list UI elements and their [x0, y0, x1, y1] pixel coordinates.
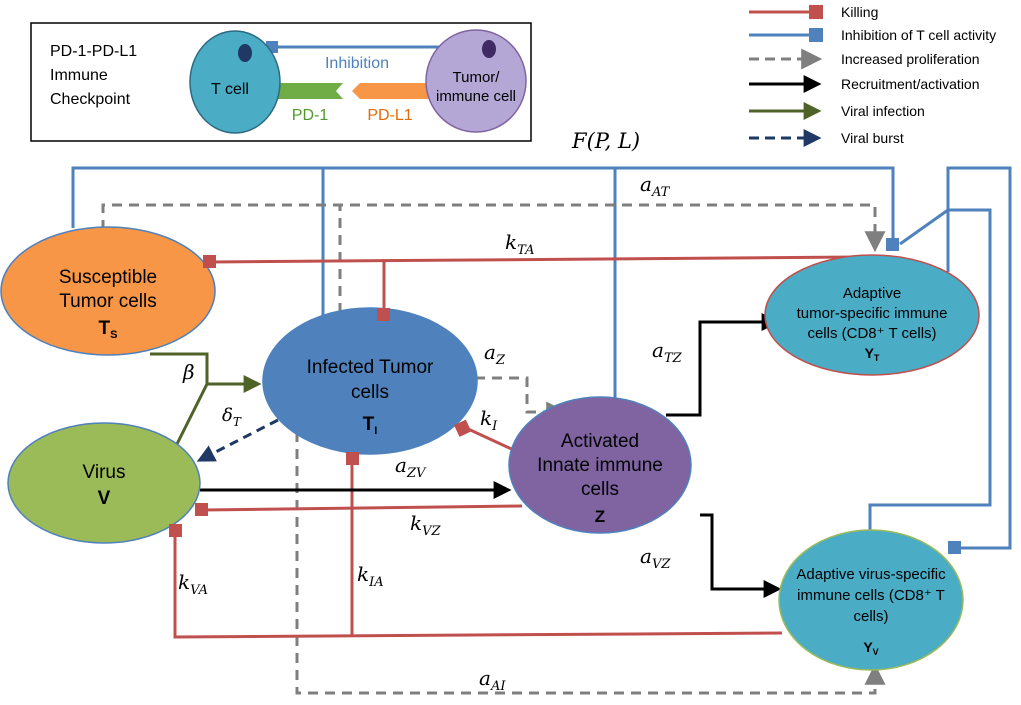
checkpoint-tumor-label-line-1: Tumor/ — [453, 69, 501, 86]
killing-square-virus-bottom — [169, 524, 182, 537]
checkpoint-title-line-1: PD-1-PD-L1 — [50, 43, 137, 60]
node-virus: Virus V — [7, 422, 201, 544]
adaptive-tumor-label-line-1: Adaptive — [843, 285, 901, 302]
node-adaptive-virus-specific-immune-cells: Adaptive virus-specific immune cells (CD… — [778, 529, 964, 671]
legend-item-viral-infection: Viral infection — [749, 102, 925, 120]
virus-symbol: V — [98, 488, 111, 509]
inhibition-link-to-adaptive-tumor-box — [899, 208, 949, 246]
node-activated-innate-immune-cells: Activated Innate immune cells Z — [508, 396, 692, 534]
proliferation-link-infected-to-adaptive-virus — [295, 432, 886, 695]
adaptive-tumor-label-line-2: tumor-specific immune — [797, 305, 948, 322]
checkpoint-title-line-2: Immune — [50, 67, 108, 84]
killing-link-adaptive-tumor-to-susceptible — [210, 255, 857, 264]
checkpoint-inset: PD-1-PD-L1 Immune Checkpoint Inhibition … — [30, 22, 532, 142]
legend-item-recruitment: Recruitment/activation — [749, 75, 980, 93]
param-kVZ: kVZ — [410, 511, 442, 539]
adaptive-virus-label-line-3: cells) — [853, 608, 888, 625]
checkpoint-inhibition-label: Inhibition — [325, 55, 389, 72]
susceptible-label-line-2: Tumor cells — [59, 291, 156, 312]
infected-label-line-2: cells — [351, 382, 389, 403]
legend-label-killing: Killing — [841, 4, 878, 20]
recruitment-link-innate-to-adaptive-tumor — [666, 313, 780, 417]
legend-item-viral-burst: Viral burst — [749, 129, 904, 147]
legend-label-inhibition: Inhibition of T cell activity — [841, 27, 996, 43]
infected-label-line-1: Infected Tumor — [307, 357, 434, 378]
checkpoint-pd1-bar — [270, 83, 343, 99]
legend-item-proliferation: Increased proliferation — [749, 48, 980, 70]
killing-square-infected-top — [377, 308, 390, 321]
adaptive-tumor-label-line-3: cells (CD8⁺ T cells) — [807, 325, 936, 342]
checkpoint-pdl1-label: PD-L1 — [367, 107, 412, 124]
node-infected-tumor-cells: Infected Tumor cells TI — [262, 307, 478, 455]
node-susceptible-tumor-cells: Susceptible Tumor cells TS — [0, 226, 216, 356]
param-aAT: aAT — [640, 172, 671, 200]
innate-label-line-1: Activated — [561, 431, 639, 452]
node-adaptive-tumor-specific-immune-cells: Adaptive tumor-specific immune cells (CD… — [764, 254, 980, 376]
recruitment-link-innate-to-adaptive-virus — [700, 513, 782, 598]
killing-square-virus-right — [195, 503, 208, 516]
legend-label-viral-burst: Viral burst — [841, 130, 904, 146]
param-aZ: aZ — [484, 340, 506, 368]
susceptible-symbol: TS — [99, 318, 118, 341]
param-kTA: kTA — [505, 230, 534, 258]
param-kI: kI — [480, 406, 498, 434]
viral-infection-link — [150, 352, 258, 451]
param-aZV: aZV — [395, 453, 427, 481]
inhibition-square-adaptive-tumor — [886, 238, 899, 251]
tumor-cell-nucleus — [482, 40, 496, 58]
innate-label-line-2: Innate immune — [537, 455, 663, 476]
infected-symbol: TI — [363, 414, 378, 437]
adaptive-virus-label-line-2: immune cells (CD8⁺ T — [797, 587, 945, 604]
adaptive-tumor-symbol: YT — [865, 345, 880, 363]
param-aAI: aAI — [479, 666, 506, 694]
susceptible-label-line-1: Susceptible — [59, 267, 157, 288]
param-beta: β — [182, 360, 195, 384]
parameter-labels: F(P, L) aAT kTA β δT aZ kI aTZ aZV kVZ a… — [178, 129, 683, 694]
legend-label-proliferation: Increased proliferation — [841, 51, 980, 67]
param-kIA: kIA — [357, 562, 384, 590]
killing-link-innate-to-virus — [202, 504, 523, 512]
checkpoint-tumor-label-line-2: immune cell — [436, 88, 516, 105]
inhibition-link-susceptible-to-adaptive-tumor — [71, 166, 895, 240]
legend-item-killing: Killing — [749, 4, 878, 20]
param-kVA: kVA — [178, 570, 208, 598]
connections — [71, 166, 1012, 695]
checkpoint-pdl1-bar — [352, 83, 440, 99]
killing-square-infected-bottom — [346, 452, 359, 465]
checkpoint-tcell-label: T cell — [211, 81, 249, 98]
innate-symbol: Z — [595, 507, 605, 526]
adaptive-virus-symbol: YV — [863, 639, 878, 657]
checkpoint-title-line-3: Checkpoint — [50, 91, 131, 108]
virus-label: Virus — [83, 462, 126, 483]
killing-link-adaptive-virus-to-infected-and-virus — [173, 533, 783, 639]
killing-square-infected-right — [454, 419, 472, 437]
legend-label-viral-infection: Viral infection — [841, 103, 925, 119]
proliferation-link-susceptible-to-adaptive-tumor — [101, 203, 886, 253]
checkpoint-tcell: T cell — [189, 30, 281, 134]
legend-label-recruitment: Recruitment/activation — [841, 76, 980, 92]
killing-link-innate-to-infected — [465, 426, 519, 454]
param-aTZ: aTZ — [652, 338, 683, 366]
param-aVZ: aVZ — [640, 544, 671, 572]
legend-item-inhibition: Inhibition of T cell activity — [749, 27, 996, 43]
inhibition-square-adaptive-virus — [948, 541, 961, 554]
tcell-nucleus — [238, 44, 252, 62]
inhibition-link-adaptive-tumor-loop — [946, 166, 1012, 550]
checkpoint-pd1-label: PD-1 — [292, 107, 329, 124]
killing-square-susceptible — [203, 255, 216, 268]
adaptive-virus-label-line-1: Adaptive virus-specific — [796, 566, 946, 583]
innate-label-line-3: cells — [581, 479, 619, 500]
param-deltaT: δT — [222, 405, 242, 429]
checkpoint-tumor-cell: Tumor/ immune cell — [425, 29, 527, 133]
legend: Killing Inhibition of T cell activity In… — [749, 4, 996, 147]
param-F: F(P, L) — [571, 129, 640, 153]
inhibition-link-adaptive-virus-to-adaptive-tumor — [868, 208, 992, 530]
endpoint-markers — [169, 238, 961, 554]
